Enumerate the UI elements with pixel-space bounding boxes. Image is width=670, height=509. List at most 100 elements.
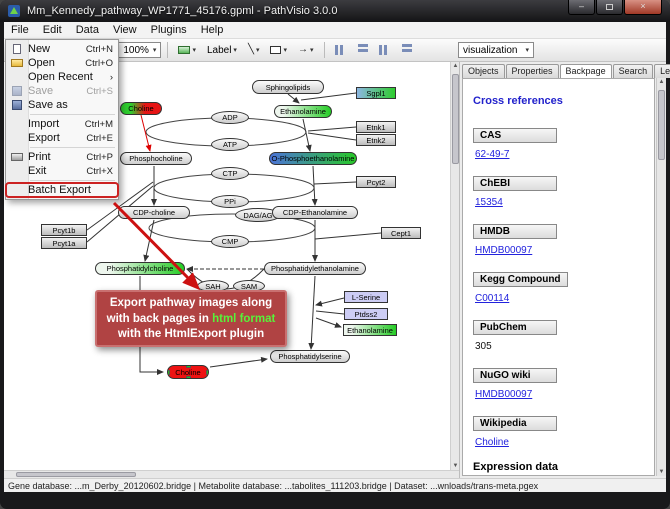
pathway-edge[interactable] — [315, 297, 345, 307]
selection-handle[interactable] — [186, 376, 191, 378]
pathway-edge[interactable] — [300, 92, 357, 101]
pathway-edge[interactable] — [307, 132, 357, 141]
menubar-item-data[interactable]: Data — [75, 24, 99, 36]
scroll-down-icon[interactable]: ▼ — [452, 463, 459, 469]
file-menu-batch-export[interactable]: Batch Export — [5, 182, 119, 198]
pathway-node-ethanolamine[interactable]: Ethanolamine — [343, 324, 397, 336]
pathway-node-cdp-choline[interactable]: CDP-choline — [118, 206, 190, 219]
pathway-edge[interactable] — [302, 118, 312, 152]
pathway-node-l-serine[interactable]: L-Serine — [344, 291, 388, 303]
pathway-node-cmp[interactable]: CMP — [211, 235, 249, 248]
pathway-node-pcyt2[interactable]: Pcyt2 — [356, 176, 396, 188]
pathway-node-sphingolipids[interactable]: Sphingolipids — [252, 80, 324, 94]
scroll-up-icon[interactable]: ▲ — [452, 63, 459, 69]
align-horizontal-button[interactable] — [331, 42, 351, 58]
pathway-edge[interactable] — [140, 114, 152, 152]
connector-tool-button[interactable]: →▾ — [294, 42, 318, 58]
selection-handle[interactable] — [168, 370, 170, 375]
pathway-node-pcyt1b[interactable]: Pcyt1b — [41, 224, 87, 236]
scroll-down-icon[interactable]: ▼ — [658, 469, 665, 475]
pathway-edge[interactable] — [313, 181, 357, 185]
scrollbar-thumb[interactable] — [658, 90, 665, 160]
pathway-node-phosphatidylcholine[interactable]: Phosphatidylcholine — [95, 262, 185, 275]
menubar-item-edit[interactable]: Edit — [42, 24, 62, 36]
pathway-node-etnk1[interactable]: Etnk1 — [356, 121, 396, 133]
selection-handle[interactable] — [206, 376, 208, 378]
minimize-button[interactable]: – — [568, 0, 595, 15]
maximize-button[interactable] — [596, 0, 623, 15]
visualization-select[interactable]: visualization▾ — [458, 42, 534, 58]
pathway-node-cept1[interactable]: Cept1 — [381, 227, 421, 239]
xref-value[interactable]: C00114 — [475, 293, 510, 304]
scrollbar-thumb[interactable] — [16, 472, 136, 477]
datanode-template-button[interactable]: ▾ — [174, 43, 200, 57]
xref-value[interactable]: HMDB00097 — [475, 389, 533, 400]
pathway-node-phosphocholine[interactable]: Phosphocholine — [120, 152, 192, 165]
xref-value[interactable]: HMDB00097 — [475, 245, 533, 256]
menubar-item-plugins[interactable]: Plugins — [150, 24, 187, 36]
xref-value[interactable]: 15354 — [475, 197, 503, 208]
distribute-button[interactable] — [375, 42, 395, 58]
pathway-node-adp[interactable]: ADP — [211, 111, 249, 124]
file-menu-open-recent[interactable]: Open Recent› — [6, 70, 118, 84]
pathway-node-choline[interactable]: Choline — [120, 102, 162, 115]
pathway-node-ethanolamine[interactable]: Ethanolamine — [274, 105, 332, 118]
menubar-item-file[interactable]: File — [11, 24, 29, 36]
stack-button[interactable] — [398, 41, 416, 59]
pathway-node-atp[interactable]: ATP — [211, 138, 249, 151]
pathway-node-cdp-ethanolamine[interactable]: CDP-Ethanolamine — [272, 206, 358, 219]
shape-tool-button[interactable]: ▾ — [266, 43, 291, 57]
pathway-edge[interactable] — [287, 93, 300, 104]
pathway-node-ptdss2[interactable]: Ptdss2 — [344, 308, 388, 320]
pathway-node-pcyt1a[interactable]: Pcyt1a — [41, 237, 87, 249]
canvas-vertical-scrollbar[interactable]: ▲ ▼ — [450, 62, 459, 470]
pathway-node-choline[interactable]: Choline — [167, 365, 209, 379]
align-vertical-button[interactable] — [354, 41, 372, 59]
pathway-node-ctp[interactable]: CTP — [211, 167, 249, 180]
pathway-edge[interactable] — [209, 356, 268, 368]
pathway-node-ppi[interactable]: PPi — [211, 195, 249, 208]
pathway-edge[interactable] — [308, 275, 316, 350]
close-button[interactable]: × — [624, 0, 662, 15]
menubar-item-view[interactable]: View — [112, 24, 137, 36]
label-template-button[interactable]: Label▾ — [203, 42, 241, 59]
line-tool-button[interactable]: ╲▾ — [244, 42, 264, 58]
selection-handle[interactable] — [168, 376, 170, 378]
panel-scrollbar[interactable]: ▲ ▼ — [656, 78, 666, 476]
tab-search[interactable]: Search — [612, 64, 654, 78]
selection-handle[interactable] — [206, 370, 208, 375]
pathway-edge[interactable] — [311, 165, 318, 206]
pathway-node-phosphatidylethanolamine[interactable]: Phosphatidylethanolamine — [264, 262, 366, 275]
xref-value[interactable]: Choline — [475, 437, 509, 448]
scrollbar-thumb[interactable] — [452, 74, 459, 164]
tab-backpage[interactable]: Backpage — [559, 64, 612, 78]
tab-legend[interactable]: Legend — [654, 64, 670, 78]
selection-handle[interactable] — [186, 366, 191, 368]
xref-value[interactable]: 62-49-7 — [475, 149, 510, 160]
canvas-horizontal-scrollbar[interactable] — [4, 470, 459, 478]
pathway-node-phosphatidylserine[interactable]: Phosphatidylserine — [270, 350, 350, 363]
pathway-edge[interactable] — [314, 232, 382, 240]
pathway-node-o-phosphoethanolamine[interactable]: O-Phosphoethanolamine — [269, 152, 357, 165]
tab-properties[interactable]: Properties — [505, 64, 559, 78]
tab-objects[interactable]: Objects — [462, 64, 505, 78]
menu-item-label: New — [28, 43, 51, 55]
pathway-edge[interactable] — [307, 126, 357, 132]
pathway-edge[interactable] — [315, 310, 345, 315]
selection-handle[interactable] — [206, 366, 208, 368]
pathway-node-etnk2[interactable]: Etnk2 — [356, 134, 396, 146]
zoom-select[interactable]: 100%▾ — [118, 42, 162, 58]
scroll-up-icon[interactable]: ▲ — [658, 79, 665, 85]
selection-handle[interactable] — [168, 366, 170, 368]
file-menu-save-as[interactable]: Save as — [6, 98, 118, 112]
menubar-item-help[interactable]: Help — [200, 24, 224, 36]
pathway-node-sgpl1[interactable]: Sgpl1 — [356, 87, 396, 99]
pathway-edge[interactable] — [315, 317, 342, 328]
